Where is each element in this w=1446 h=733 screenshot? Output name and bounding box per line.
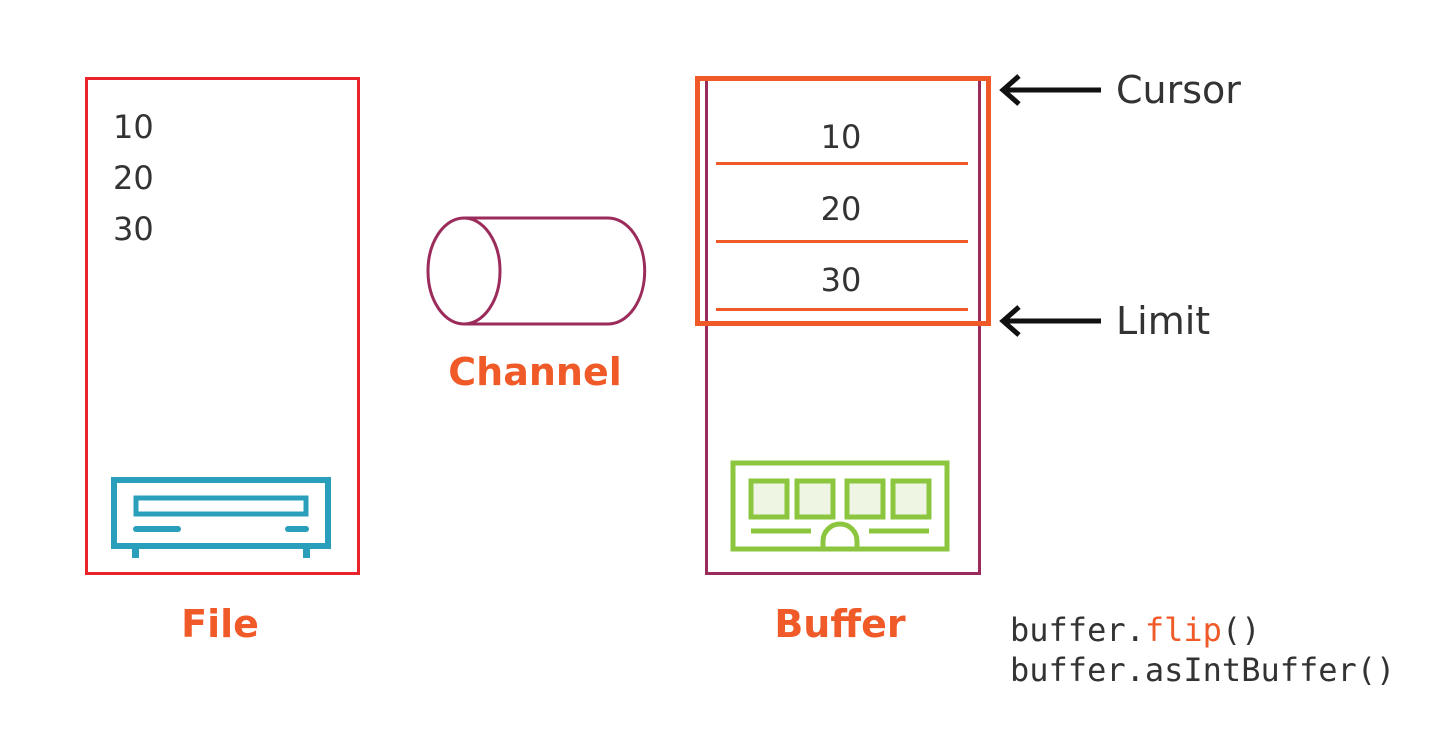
code-suffix: () (1221, 611, 1261, 649)
file-value: 20 (113, 159, 154, 197)
hard-drive-icon (111, 477, 331, 558)
code-line-asintbuffer: buffer.asIntBuffer() (1010, 651, 1396, 689)
buffer-value: 30 (820, 261, 862, 299)
limit-label: Limit (1116, 299, 1211, 343)
limit-arrow-icon (999, 305, 1101, 337)
cursor-arrow-icon (999, 74, 1101, 106)
buffer-divider (716, 162, 968, 165)
file-container: 10 20 30 (85, 77, 360, 575)
buffer-divider (716, 240, 968, 243)
memory-chip-icon (730, 460, 950, 552)
buffer-value: 20 (820, 190, 862, 228)
file-value: 10 (113, 108, 154, 146)
pipe-icon (426, 216, 647, 326)
buffer-caption: Buffer (774, 602, 906, 646)
file-value: 30 (113, 210, 154, 248)
code-line-flip: buffer.flip() (1010, 614, 1260, 646)
code-prefix: buffer. (1010, 611, 1145, 649)
code-method-flip: flip (1144, 611, 1222, 649)
file-caption: File (181, 602, 259, 646)
cursor-limit-window (695, 76, 991, 326)
buffer-value: 10 (820, 118, 862, 156)
buffer-divider (716, 308, 968, 311)
channel-caption: Channel (448, 350, 622, 394)
cursor-label: Cursor (1116, 68, 1241, 112)
